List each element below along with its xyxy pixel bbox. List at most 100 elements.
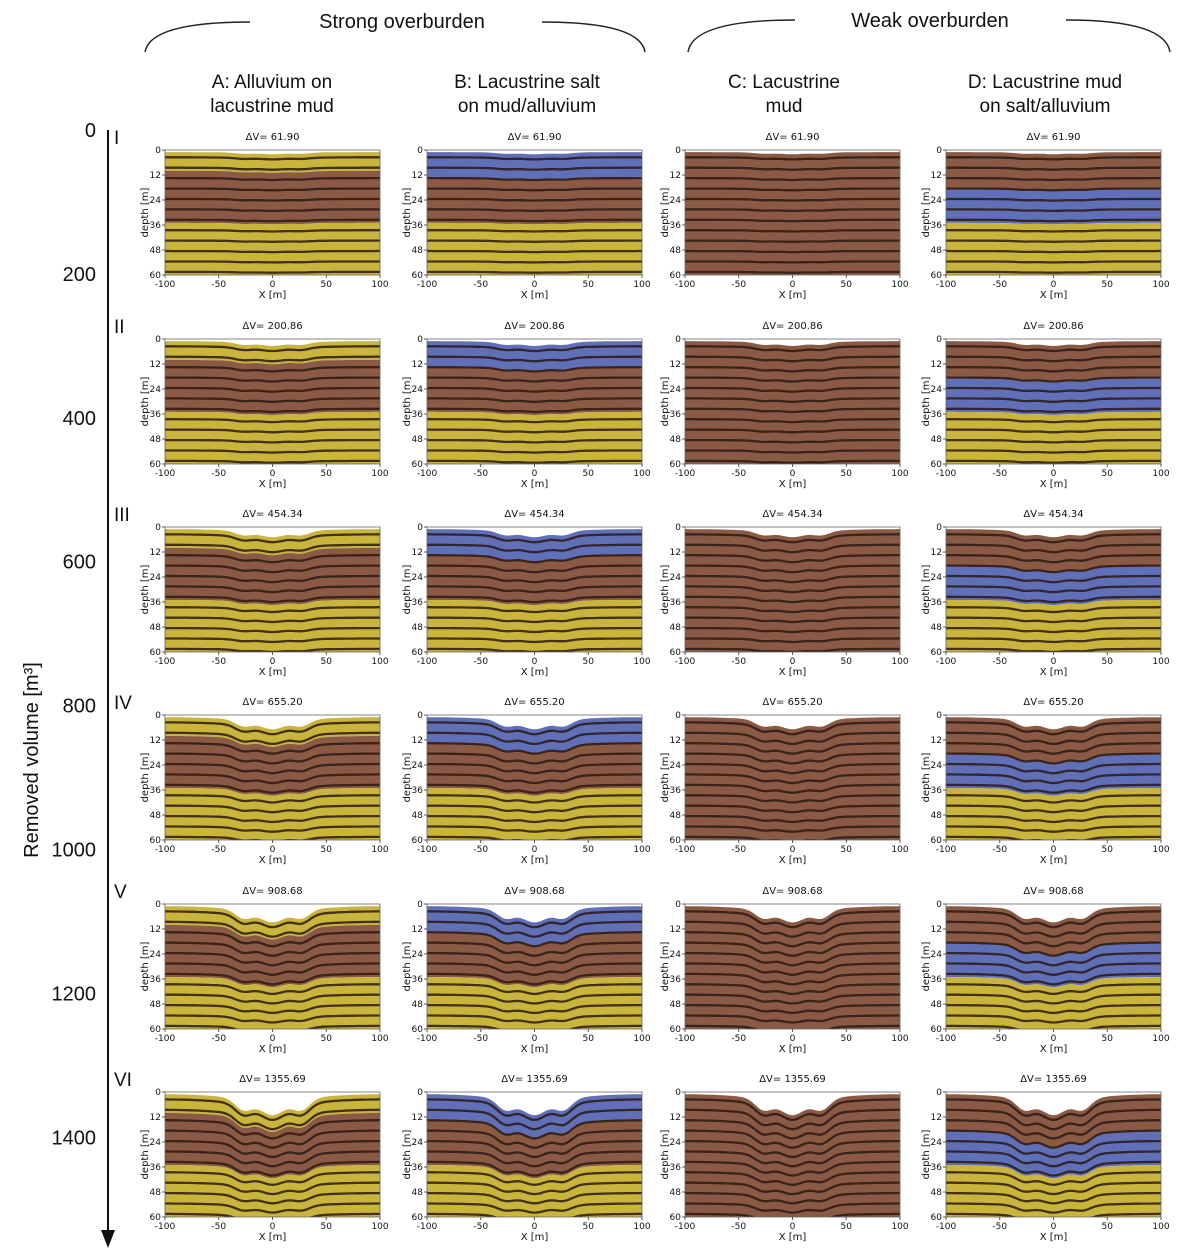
- depth-tick-label: 48: [670, 435, 682, 445]
- x-tick-label: 100: [371, 845, 388, 855]
- column-titles: A: Alluvium on lacustrine mud B: Lacustr…: [210, 72, 1122, 117]
- volume-tick-label: 600: [63, 552, 96, 574]
- panel-volume-title: ΔV= 200.86: [504, 321, 564, 332]
- depth-tick-label: 24: [931, 950, 943, 960]
- depth-tick-label: 0: [936, 335, 942, 345]
- depth-tick-label: 48: [412, 246, 424, 256]
- y-axis-label: depth [m]: [921, 1129, 932, 1179]
- x-tick-label: -100: [675, 1222, 696, 1232]
- x-tick-label: -50: [211, 657, 226, 667]
- x-tick-label: 0: [1051, 845, 1057, 855]
- x-axis-label: X [m]: [521, 1232, 549, 1243]
- x-tick-label: 0: [790, 469, 796, 479]
- depth-tick-label: 36: [412, 786, 424, 796]
- depth-tick-label: 12: [931, 925, 942, 935]
- volume-tick-label: 400: [63, 408, 96, 430]
- panel-volume-title: ΔV= 908.68: [762, 886, 822, 897]
- depth-tick-label: 36: [150, 786, 162, 796]
- x-tick-label: -100: [417, 280, 438, 290]
- x-tick-label: -50: [473, 280, 488, 290]
- depth-tick-label: 48: [670, 811, 682, 821]
- panel-volume-title: ΔV= 655.20: [762, 697, 822, 708]
- x-tick-label: 50: [583, 280, 595, 290]
- y-axis-label: depth [m]: [402, 752, 413, 802]
- depth-tick-label: 36: [931, 975, 943, 985]
- depth-tick-label: 60: [931, 1213, 943, 1223]
- x-tick-label: 100: [633, 657, 650, 667]
- x-tick-label: 0: [790, 845, 796, 855]
- depth-tick-label: 48: [670, 246, 682, 256]
- x-tick-label: 100: [1152, 657, 1169, 667]
- depth-tick-label: 48: [412, 623, 424, 633]
- depth-tick-label: 12: [931, 1113, 942, 1123]
- depth-tick-label: 12: [412, 548, 423, 558]
- removed-volume-label: Removed volume [m³]: [21, 662, 43, 858]
- y-axis-label: depth [m]: [402, 376, 413, 426]
- depth-tick-label: 48: [150, 246, 162, 256]
- x-axis-label: X [m]: [259, 855, 287, 866]
- depth-tick-label: 36: [412, 598, 424, 608]
- stage-label: IV: [114, 693, 132, 714]
- x-tick-label: 50: [321, 657, 333, 667]
- depth-tick-label: 12: [670, 171, 681, 181]
- column-title-c-line1: C: Lacustrine: [728, 72, 840, 93]
- x-tick-label: 50: [841, 469, 853, 479]
- x-tick-label: 100: [371, 280, 388, 290]
- x-axis-label: X [m]: [1040, 290, 1068, 301]
- depth-tick-label: 60: [670, 1025, 682, 1035]
- depth-tick-label: 48: [150, 435, 162, 445]
- depth-tick-label: 12: [150, 548, 161, 558]
- y-axis-label: depth [m]: [402, 1129, 413, 1179]
- depth-tick-label: 48: [412, 435, 424, 445]
- stage-label: III: [114, 505, 130, 526]
- depth-tick-label: 12: [931, 171, 942, 181]
- depth-tick-label: 60: [412, 1213, 424, 1223]
- x-axis-label: X [m]: [521, 667, 549, 678]
- depth-tick-label: 24: [412, 196, 424, 206]
- stage-label: VI: [114, 1070, 132, 1091]
- depth-tick-label: 60: [670, 836, 682, 846]
- x-tick-label: 100: [1152, 845, 1169, 855]
- panel-volume-title: ΔV= 454.34: [504, 509, 564, 520]
- x-tick-label: -100: [155, 845, 176, 855]
- depth-tick-label: 24: [150, 761, 162, 771]
- depth-tick-label: 60: [412, 836, 424, 846]
- group-label-strong: Strong overburden: [319, 11, 485, 33]
- depth-tick-label: 48: [670, 1000, 682, 1010]
- x-tick-label: -50: [211, 280, 226, 290]
- depth-tick-label: 24: [670, 761, 682, 771]
- x-tick-label: -100: [417, 469, 438, 479]
- salt-unit: [427, 152, 642, 179]
- x-tick-label: -100: [675, 845, 696, 855]
- x-tick-label: 50: [1102, 280, 1114, 290]
- mud-unit: [685, 1094, 900, 1217]
- x-tick-label: 50: [583, 1222, 595, 1232]
- depth-tick-label: 60: [412, 460, 424, 470]
- column-title-b-line1: B: Lacustrine salt: [454, 72, 600, 93]
- depth-tick-label: 0: [936, 1088, 942, 1098]
- depth-tick-label: 24: [150, 196, 162, 206]
- x-tick-label: 50: [1102, 845, 1114, 855]
- depth-tick-label: 0: [675, 523, 681, 533]
- salt-unit: [427, 906, 642, 946]
- x-tick-label: 0: [1051, 1222, 1057, 1232]
- panel-volume-title: ΔV= 61.90: [508, 132, 562, 143]
- depth-tick-label: 0: [417, 711, 423, 721]
- depth-tick-label: 0: [417, 1088, 423, 1098]
- y-axis-label: depth [m]: [140, 752, 151, 802]
- depth-tick-label: 60: [412, 648, 424, 658]
- panel-volume-title: ΔV= 1355.69: [759, 1074, 826, 1085]
- depth-tick-label: 48: [931, 623, 943, 633]
- x-tick-label: -50: [992, 657, 1007, 667]
- x-tick-label: 50: [1102, 1034, 1114, 1044]
- y-axis-label: depth [m]: [140, 1129, 151, 1179]
- x-axis-label: X [m]: [779, 667, 807, 678]
- x-tick-label: 0: [790, 657, 796, 667]
